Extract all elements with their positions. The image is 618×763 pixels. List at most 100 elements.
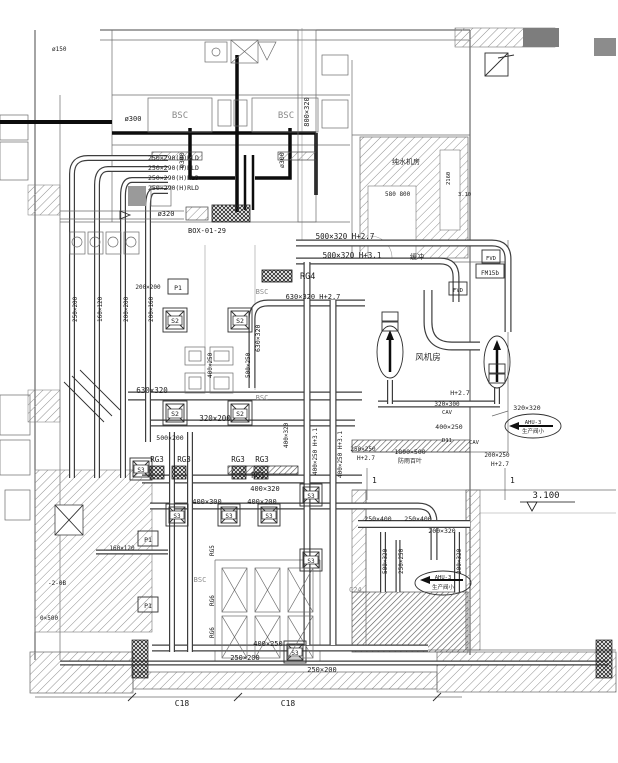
- svg-text:250×290(H)RLD: 250×290(H)RLD: [148, 154, 199, 162]
- svg-text:纯水机房: 纯水机房: [392, 157, 420, 166]
- svg-text:S2: S2: [171, 317, 179, 325]
- svg-text:580 800: 580 800: [385, 191, 411, 198]
- svg-text:400×250: 400×250: [253, 640, 283, 648]
- svg-text:400×320: 400×320: [250, 485, 280, 493]
- svg-text:D11: D11: [442, 438, 452, 444]
- svg-text:800×320: 800×320: [303, 97, 311, 127]
- diffuser-s3: S3: [283, 640, 307, 664]
- svg-text:0×500: 0×500: [40, 615, 58, 622]
- svg-text:400×320: 400×320: [283, 422, 290, 448]
- svg-text:FVD: FVD: [453, 288, 463, 294]
- svg-text:250×250: 250×250: [350, 446, 376, 453]
- svg-text:C18: C18: [281, 699, 296, 708]
- duct-size-labels: ø150 800×320 BSC BSC ø300 250×290(H)RLD …: [40, 46, 541, 674]
- svg-text:C18: C18: [175, 699, 190, 708]
- return-grilles: P1 P1 P1: [131, 269, 613, 679]
- fvd-damper: FVD: [481, 249, 501, 264]
- svg-text:160×120: 160×120: [97, 296, 104, 322]
- equipment-cabinets: [184, 346, 314, 659]
- svg-text:C24: C24: [349, 586, 362, 594]
- svg-text:2160: 2160: [446, 172, 452, 185]
- svg-text:H+2.7: H+2.7: [491, 461, 509, 468]
- diffuser-s3: S3: [217, 503, 241, 527]
- svg-text:FVD: FVD: [486, 256, 496, 262]
- svg-text:500×320: 500×320: [382, 548, 389, 574]
- svg-text:400×250: 400×250: [207, 352, 214, 378]
- svg-text:400×250 H+3.1: 400×250 H+3.1: [337, 431, 344, 478]
- svg-text:200×200: 200×200: [123, 296, 130, 322]
- diffuser-s3: S3: [257, 503, 281, 527]
- svg-text:250×290(H)RLD: 250×290(H)RLD: [148, 184, 199, 192]
- diffuser-s2: S2: [227, 400, 253, 426]
- fvd-damper: FVD: [448, 281, 468, 296]
- svg-text:P1: P1: [144, 602, 152, 610]
- svg-text:RG6: RG6: [209, 627, 216, 638]
- svg-text:P1: P1: [174, 284, 182, 292]
- svg-text:ø320: ø320: [158, 210, 175, 218]
- hatched-walls: [27, 27, 617, 694]
- svg-text:RG3: RG3: [150, 455, 164, 464]
- diffuser-s3: S3: [299, 483, 323, 507]
- p1-grille: P1: [137, 530, 159, 547]
- svg-text:BSC: BSC: [194, 576, 207, 584]
- svg-text:400×250 H+3.1: 400×250 H+3.1: [312, 428, 319, 475]
- svg-text:RG3: RG3: [231, 455, 245, 464]
- ahu-tag: AHU-3 生产阀小: [414, 570, 472, 596]
- rain-louver: [351, 439, 471, 453]
- svg-text:RG1: RG1: [251, 471, 265, 480]
- svg-text:H+2.7: H+2.7: [357, 455, 375, 462]
- svg-text:ø300: ø300: [278, 152, 286, 168]
- svg-text:H+2.7: H+2.7: [450, 389, 470, 397]
- svg-text:3.10: 3.10: [458, 192, 471, 198]
- svg-text:ø150: ø150: [52, 46, 67, 53]
- svg-text:320×300: 320×300: [434, 401, 460, 408]
- diffuser-s3: S3: [165, 503, 189, 527]
- diffuser-s2: S2: [162, 400, 188, 426]
- ahu-tag: AHU-3 生产阀小: [504, 413, 562, 439]
- svg-text:ø300: ø300: [125, 115, 142, 123]
- diffuser-s3: S3: [129, 457, 153, 481]
- svg-text:RG6: RG6: [209, 595, 216, 606]
- fan-symbol: [483, 335, 511, 389]
- svg-text:250×290(H)RLD: 250×290(H)RLD: [148, 164, 199, 172]
- svg-text:500×200: 500×200: [156, 434, 183, 442]
- svg-text:S2: S2: [171, 410, 179, 418]
- svg-text:500×320 H+2.7: 500×320 H+2.7: [316, 232, 375, 241]
- svg-text:250×200: 250×200: [307, 666, 337, 674]
- svg-text:S3: S3: [307, 493, 315, 500]
- svg-text:风机房: 风机房: [415, 352, 441, 363]
- svg-text:S3: S3: [291, 650, 299, 657]
- diffuser-s2: S2: [227, 307, 253, 333]
- svg-text:S2: S2: [236, 317, 244, 325]
- p1-grille: P1: [167, 278, 189, 295]
- svg-text:630×320 H+2.7: 630×320 H+2.7: [286, 293, 341, 301]
- svg-text:3.100: 3.100: [532, 491, 559, 501]
- svg-text:200×320: 200×320: [456, 548, 463, 574]
- svg-text:AHU-3: AHU-3: [435, 575, 452, 581]
- svg-text:1800×500: 1800×500: [394, 448, 425, 456]
- svg-text:RG3: RG3: [255, 455, 269, 464]
- svg-text:250×200: 250×200: [230, 654, 260, 662]
- svg-text:200×160: 200×160: [148, 296, 155, 322]
- svg-text:500×250: 500×250: [245, 352, 252, 378]
- svg-text:BSC: BSC: [256, 288, 269, 296]
- svg-text:S3: S3: [173, 513, 181, 520]
- svg-text:250×200: 250×200: [72, 296, 79, 322]
- svg-text:400×250: 400×250: [435, 423, 462, 431]
- svg-text:S3: S3: [225, 513, 233, 520]
- svg-text:ø300: ø300: [178, 152, 186, 168]
- svg-text:250×400: 250×400: [404, 515, 431, 523]
- fan-symbols: AHU-3 生产阀小 AHU-3 生产阀小: [376, 311, 562, 596]
- svg-text:P1: P1: [144, 536, 152, 544]
- svg-text:S3: S3: [265, 513, 273, 520]
- svg-text:CAV: CAV: [442, 410, 453, 416]
- svg-text:BSC: BSC: [278, 111, 294, 121]
- svg-text:200×320: 200×320: [428, 527, 455, 535]
- svg-text:RG5: RG5: [209, 545, 216, 556]
- svg-text:FM15b: FM15b: [481, 270, 499, 277]
- diffuser-s2: S2: [162, 307, 188, 333]
- svg-text:200×200: 200×200: [135, 284, 161, 291]
- section-marker: [484, 52, 515, 77]
- dampers: FVD FVD: [448, 249, 505, 296]
